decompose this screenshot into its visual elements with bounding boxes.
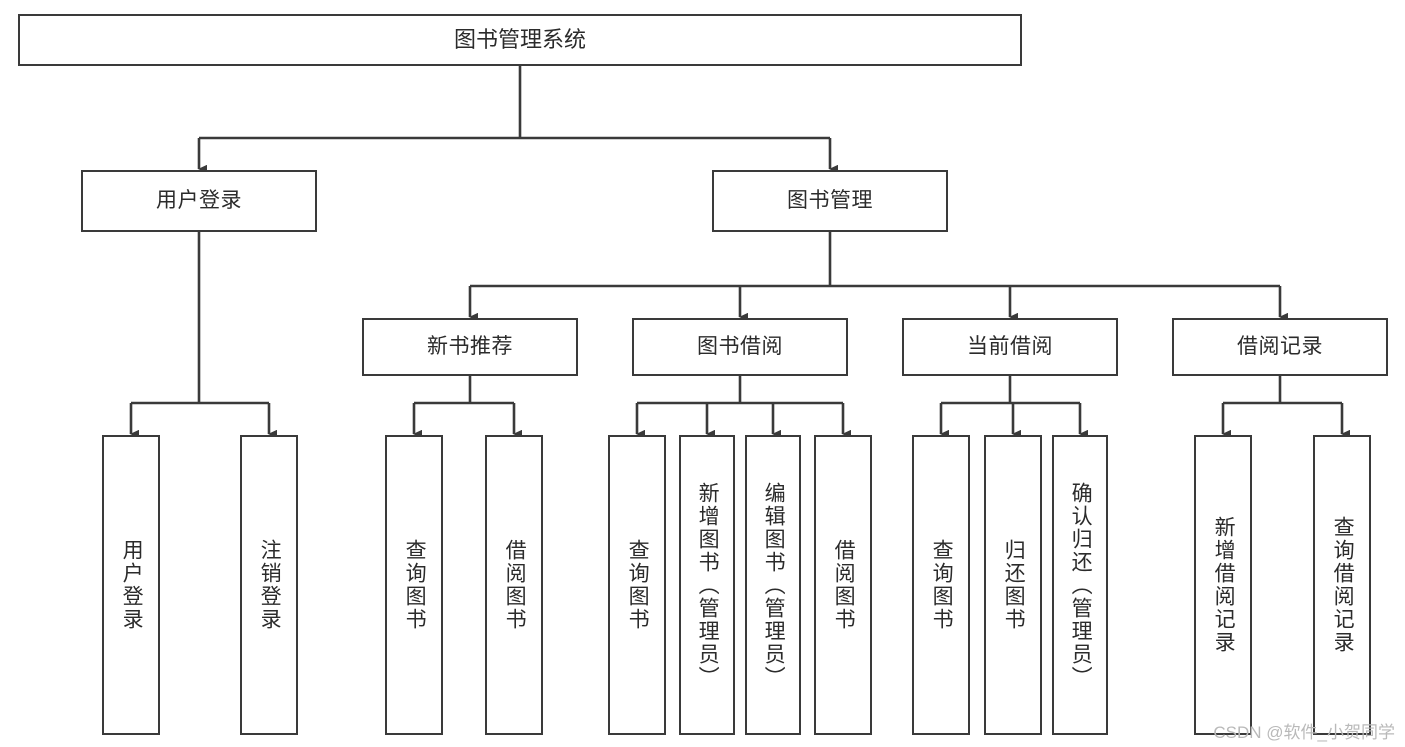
node-new-book-rec-label: 新书推荐 bbox=[427, 334, 513, 358]
node-leaf-confirm-return-label: 确认归还（管理员） bbox=[1069, 481, 1093, 689]
node-leaf-borrow-book-2[interactable]: 借阅图书 bbox=[814, 435, 872, 735]
node-book-manage-label: 图书管理 bbox=[787, 188, 873, 212]
node-leaf-query-book-3-label: 查询图书 bbox=[930, 539, 954, 631]
node-leaf-add-book[interactable]: 新增图书（管理员） bbox=[679, 435, 735, 735]
node-leaf-user-login[interactable]: 用户登录 bbox=[102, 435, 160, 735]
node-leaf-logout-label: 注销登录 bbox=[258, 539, 282, 631]
node-leaf-query-record-label: 查询借阅记录 bbox=[1331, 516, 1355, 654]
node-current-borrow-label: 当前借阅 bbox=[967, 334, 1053, 358]
node-root[interactable]: 图书管理系统 bbox=[18, 14, 1022, 66]
node-leaf-query-book-2-label: 查询图书 bbox=[626, 539, 650, 631]
edges-group bbox=[129, 66, 1350, 439]
node-leaf-return-book[interactable]: 归还图书 bbox=[984, 435, 1042, 735]
node-user-login[interactable]: 用户登录 bbox=[81, 170, 317, 232]
node-leaf-logout[interactable]: 注销登录 bbox=[240, 435, 298, 735]
node-user-login-label: 用户登录 bbox=[156, 188, 242, 212]
node-leaf-borrow-book-2-label: 借阅图书 bbox=[832, 539, 856, 631]
node-leaf-borrow-book-1[interactable]: 借阅图书 bbox=[485, 435, 543, 735]
node-book-manage[interactable]: 图书管理 bbox=[712, 170, 948, 232]
csdn-watermark: CSDN @软件_小贺同学 bbox=[1213, 723, 1395, 742]
node-leaf-borrow-book-1-label: 借阅图书 bbox=[503, 539, 527, 631]
node-new-book-rec[interactable]: 新书推荐 bbox=[362, 318, 578, 376]
node-root-label: 图书管理系统 bbox=[453, 27, 586, 53]
node-leaf-edit-book-label: 编辑图书（管理员） bbox=[762, 481, 786, 689]
node-leaf-query-book-2[interactable]: 查询图书 bbox=[608, 435, 666, 735]
node-book-borrow-label: 图书借阅 bbox=[697, 334, 783, 358]
node-leaf-add-record[interactable]: 新增借阅记录 bbox=[1194, 435, 1252, 735]
node-borrow-record-label: 借阅记录 bbox=[1237, 334, 1323, 358]
node-leaf-edit-book[interactable]: 编辑图书（管理员） bbox=[745, 435, 801, 735]
node-current-borrow[interactable]: 当前借阅 bbox=[902, 318, 1118, 376]
node-leaf-user-login-label: 用户登录 bbox=[120, 539, 144, 631]
node-leaf-query-book-3[interactable]: 查询图书 bbox=[912, 435, 970, 735]
node-leaf-add-book-label: 新增图书（管理员） bbox=[696, 481, 720, 689]
node-leaf-confirm-return[interactable]: 确认归还（管理员） bbox=[1052, 435, 1108, 735]
node-leaf-return-book-label: 归还图书 bbox=[1002, 539, 1026, 631]
node-leaf-query-book-1[interactable]: 查询图书 bbox=[385, 435, 443, 735]
node-borrow-record[interactable]: 借阅记录 bbox=[1172, 318, 1388, 376]
node-leaf-add-record-label: 新增借阅记录 bbox=[1212, 516, 1236, 654]
node-leaf-query-book-1-label: 查询图书 bbox=[403, 539, 427, 631]
node-leaf-query-record[interactable]: 查询借阅记录 bbox=[1313, 435, 1371, 735]
node-book-borrow[interactable]: 图书借阅 bbox=[632, 318, 848, 376]
